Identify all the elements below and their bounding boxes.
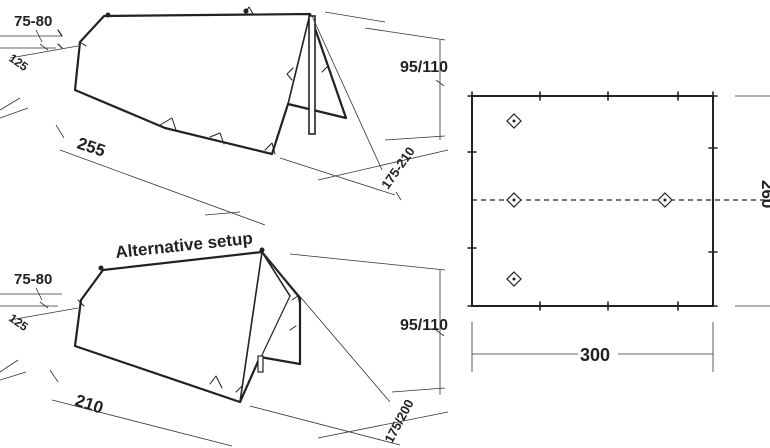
flat-tarp-rect	[471, 95, 714, 307]
flat-tarp-dim-height: 260	[758, 180, 770, 208]
top-guy-line	[311, 15, 383, 171]
alt-dim-length: 210	[73, 391, 106, 418]
top-corner-ring	[105, 12, 111, 18]
alt-dim-height: 95/110	[400, 317, 448, 334]
alt-corner-ring	[98, 265, 104, 271]
top-dim-length: 255	[75, 134, 108, 161]
flat-tarp-loops	[506, 113, 673, 287]
flat-tarp-width-dim	[471, 322, 714, 372]
top-dim-arrows	[57, 29, 63, 49]
top-tarp-side-flap	[79, 15, 105, 43]
top-ridge-ring	[243, 8, 249, 14]
alt-dim-height-side: 75-80	[14, 271, 52, 288]
alt-tarp-right-face	[239, 251, 291, 403]
alt-pole	[257, 355, 264, 373]
alt-ridge-ring	[259, 247, 265, 253]
top-setup-drawing	[0, 6, 449, 226]
alt-dim-pole: 175/200	[381, 397, 416, 446]
flat-tarp-edge-ticks	[467, 91, 718, 311]
alt-tarp-outline	[73, 250, 302, 404]
top-pole	[308, 15, 316, 135]
top-dim-lines	[0, 11, 449, 226]
top-dim-height-side: 75-80	[14, 13, 52, 30]
alt-dim-lines	[0, 253, 449, 447]
top-dim-height: 95/110	[400, 59, 448, 76]
alt-peg-loops	[77, 295, 301, 393]
top-peg-loops	[79, 6, 329, 155]
flat-tarp-dim-width: 300	[580, 345, 610, 365]
alt-inner-fold	[261, 295, 291, 356]
alt-guy-line	[261, 251, 391, 403]
top-tarp-outline	[73, 12, 348, 156]
top-dim-pole: 175-210	[378, 144, 418, 192]
flat-tarp-height-dim	[735, 95, 770, 307]
alternative-setup-drawing	[0, 247, 449, 447]
flat-tarp-drawing	[467, 91, 770, 372]
top-tarp-right-face	[287, 13, 311, 105]
top-dim-depth: 125	[6, 51, 31, 74]
alternative-setup-title: Alternative setup	[114, 229, 253, 262]
alt-tarp-side-flap	[80, 269, 104, 301]
alt-dim-depth: 125	[6, 311, 31, 334]
